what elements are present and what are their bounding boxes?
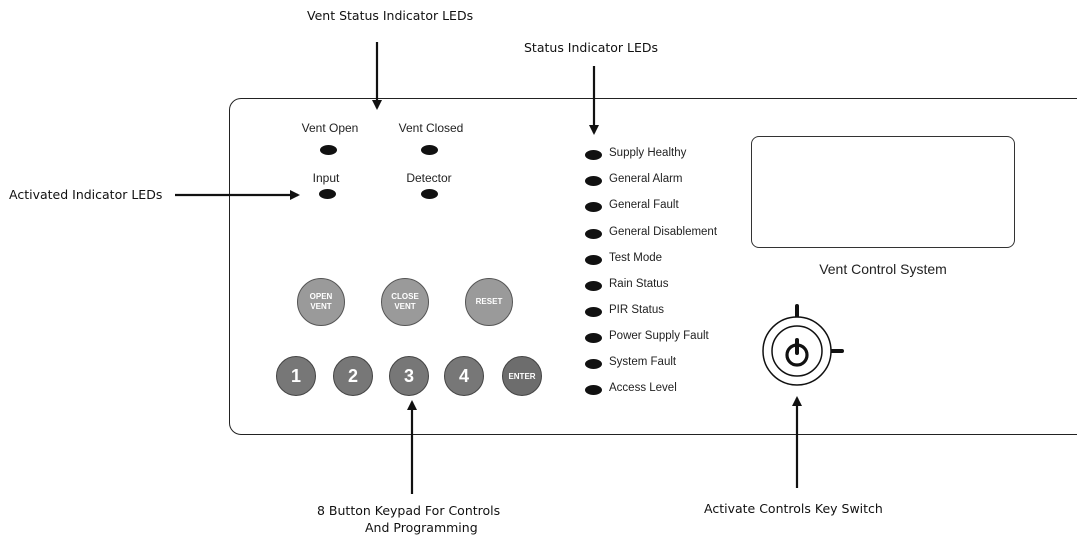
vent-open-led: [320, 145, 337, 155]
keypad-button-2[interactable]: 2: [333, 356, 373, 396]
status-led-8: [585, 359, 602, 369]
display-title: Vent Control System: [819, 261, 947, 277]
reset-label: RESET: [475, 297, 503, 306]
status-led-4: [585, 255, 602, 265]
status-led-label: Supply Healthy: [609, 147, 687, 159]
close-vent-label-2: VENT: [394, 302, 416, 311]
keypad-button-3[interactable]: 3: [389, 356, 429, 396]
status-led-label: System Fault: [609, 356, 677, 368]
lcd-display: [751, 136, 1015, 248]
callout-vent-status: Vent Status Indicator LEDs: [307, 8, 474, 23]
keypad-3-label: 3: [403, 365, 414, 386]
status-led-2: [585, 202, 602, 212]
enter-label: ENTER: [508, 371, 536, 381]
detector-label: Detector: [406, 171, 452, 185]
status-led-3: [585, 229, 602, 239]
status-led-1: [585, 176, 602, 186]
vent-closed-led: [421, 145, 438, 155]
enter-button[interactable]: ENTER: [502, 356, 542, 396]
vent-closed-label: Vent Closed: [398, 121, 464, 135]
open-vent-label-1: OPEN: [309, 292, 333, 301]
vent-open-label: Vent Open: [301, 121, 359, 135]
key-switch[interactable]: [762, 304, 844, 386]
status-led-label: Access Level: [609, 382, 677, 394]
callout-keypad-line2: And Programming: [365, 520, 478, 535]
status-led-7: [585, 333, 602, 343]
callout-key-switch: Activate Controls Key Switch: [704, 501, 883, 516]
detector-led: [421, 189, 438, 199]
status-led-5: [585, 281, 602, 291]
status-led-label: General Disablement: [609, 226, 718, 238]
reset-button[interactable]: RESET: [465, 278, 513, 326]
keypad-2-label: 2: [347, 365, 358, 386]
status-led-label: Test Mode: [609, 252, 663, 264]
status-led-label: General Alarm: [609, 173, 683, 185]
open-vent-label-2: VENT: [310, 302, 332, 311]
status-led-label: Power Supply Fault: [609, 330, 709, 342]
close-vent-label-1: CLOSE: [391, 292, 419, 301]
status-led-label: General Fault: [609, 199, 679, 211]
callout-status-indicators: Status Indicator LEDs: [524, 40, 659, 55]
status-led-label: Rain Status: [609, 278, 669, 290]
status-led-0: [585, 150, 602, 160]
status-led-label: PIR Status: [609, 304, 664, 316]
keypad-button-4[interactable]: 4: [444, 356, 484, 396]
input-label: Input: [312, 171, 340, 185]
input-led: [319, 189, 336, 199]
keypad-1-label: 1: [290, 365, 301, 386]
keypad-button-1[interactable]: 1: [276, 356, 316, 396]
status-led-6: [585, 307, 602, 317]
callout-keypad-line1: 8 Button Keypad For Controls: [317, 503, 501, 518]
keypad-4-label: 4: [458, 365, 469, 386]
status-led-9: [585, 385, 602, 395]
callout-activated-indicators: Activated Indicator LEDs: [9, 187, 163, 202]
